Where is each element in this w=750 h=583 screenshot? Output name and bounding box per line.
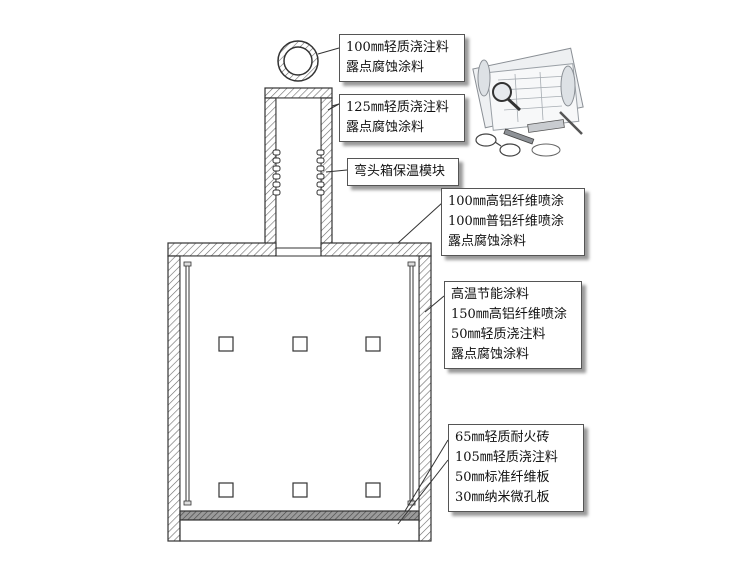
callout-side-wall: 高温节能涂料 150㎜高铝纤维喷涂 50㎜轻质浇注料 露点腐蚀涂料: [444, 281, 582, 369]
callout-line: 100㎜高铝纤维喷涂: [448, 194, 564, 209]
callout-line: 125㎜轻质浇注料: [346, 100, 449, 115]
insulation-module: [316, 165, 325, 172]
insulation-module: [272, 189, 281, 196]
callout-line: 100㎜普铝纤维喷涂: [448, 214, 564, 229]
chamber-items: [218, 336, 381, 498]
callout-line: 50㎜轻质浇注料: [451, 327, 546, 342]
callout-line: 露点腐蚀涂料: [448, 234, 527, 249]
insulation-module: [316, 189, 325, 196]
callout-flue-duct: 125㎜轻质浇注料 露点腐蚀涂料: [339, 94, 465, 142]
insulation-module: [272, 157, 281, 164]
callout-line: 露点腐蚀涂料: [346, 120, 425, 135]
callout-line: 露点腐蚀涂料: [346, 60, 425, 75]
callout-line: 弯头箱保温模块: [354, 164, 446, 179]
insulation-module: [316, 157, 325, 164]
leader-flue-pipe: [317, 47, 340, 55]
elbow-box-modules: [272, 149, 325, 196]
flue-duct: [264, 87, 333, 249]
callout-elbow-box: 弯头箱保温模块: [347, 158, 459, 186]
callout-line: 65㎜轻质耐火砖: [455, 430, 550, 445]
insulation-module: [272, 181, 281, 188]
callout-roof: 100㎜高铝纤维喷涂 100㎜普铝纤维喷涂 露点腐蚀涂料: [441, 188, 585, 256]
insulation-module: [272, 149, 281, 156]
insulation-module: [272, 173, 281, 180]
callout-flue-pipe: 100㎜轻质浇注料 露点腐蚀涂料: [339, 34, 465, 82]
insulation-module: [316, 181, 325, 188]
callout-line: 高温节能涂料: [451, 287, 530, 302]
callout-line: 30㎜纳米微孔板: [455, 490, 550, 505]
furnace-body: [167, 242, 432, 542]
callout-line: 105㎜轻质浇注料: [455, 450, 558, 465]
blueprint-illustration: [472, 47, 584, 157]
insulation-module: [316, 173, 325, 180]
callout-line: 150㎜高铝纤维喷涂: [451, 307, 567, 322]
insulation-module: [272, 165, 281, 172]
insulation-module: [316, 149, 325, 156]
callout-line: 露点腐蚀涂料: [451, 347, 530, 362]
callout-line: 50㎜标准纤维板: [455, 470, 550, 485]
callout-line: 100㎜轻质浇注料: [346, 40, 449, 55]
leader-lines: [317, 47, 449, 525]
flue-pipe: [277, 40, 319, 82]
callout-floor: 65㎜轻质耐火砖 105㎜轻质浇注料 50㎜标准纤维板 30㎜纳米微孔板: [448, 424, 584, 512]
